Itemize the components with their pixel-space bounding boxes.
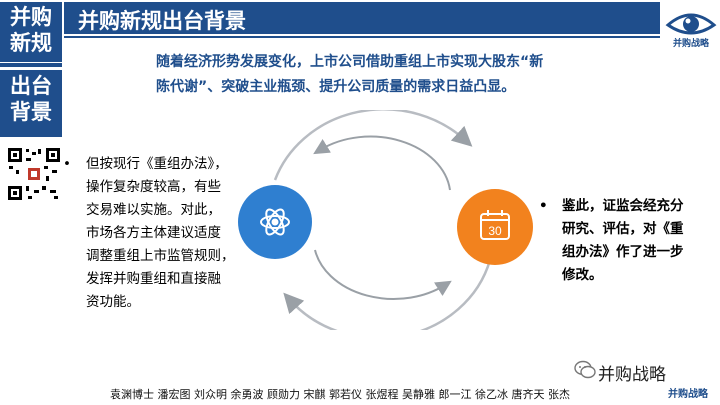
calendar-icon: 30 — [480, 210, 510, 240]
left-line-5: 调整重组上市监管规则， — [86, 248, 235, 264]
orange-circle — [457, 189, 533, 265]
sidebar-line-3: 出台 — [10, 74, 52, 98]
atom-icon — [260, 208, 290, 236]
sidebar: 并购 新规 出台 背景 — [0, 0, 64, 405]
sidebar-block-top: 并购 新规 — [0, 2, 62, 62]
left-line-7: 资功能。 — [86, 294, 140, 310]
bullet: • — [63, 156, 71, 172]
left-line-6: 发挥并购重组和直接融 — [86, 271, 221, 287]
right-line-4: 修改。 — [562, 267, 603, 283]
sidebar-line-4: 背景 — [10, 100, 52, 124]
sidebar-line-1: 并购 — [10, 5, 52, 29]
intro-line-2: 陈代谢”、突破主业瓶颈、提升公司质量的需求日益凸显。 — [156, 79, 516, 95]
left-line-3: 交易难以实施。对此， — [86, 202, 221, 218]
qr-code-icon — [6, 146, 62, 202]
right-line-3: 组办法》作了进一步 — [562, 244, 684, 260]
outer-arc-top — [273, 110, 473, 181]
sidebar-divider — [0, 63, 62, 67]
wechat-icon — [574, 360, 596, 379]
footer-logo: 并购战略 — [668, 389, 708, 400]
inner-arc-bottom — [314, 249, 452, 300]
bullet: • — [539, 198, 548, 214]
right-line-2: 研究、评估，对《重 — [562, 221, 684, 237]
calendar-number: 30 — [488, 224, 502, 238]
intro-text: 随着经济形势发展变化，上市公司借助重组上市实现大股东“新 陈代谢”、突破主业瓶颈… — [156, 50, 596, 100]
right-line-1: 鉴此，证监会经充分 — [562, 198, 684, 214]
logo-text: 并购战略 — [672, 39, 709, 49]
page-title: 并购新规出台背景 — [78, 9, 246, 33]
left-line-2: 操作复杂度较高，有些 — [86, 179, 221, 195]
outer-arc-bottom — [283, 259, 492, 330]
eye-logo-icon — [665, 13, 717, 35]
footer-names: 袁渊博士 潘宏图 刘众明 余勇波 顾勋力 宋麒 郭若仪 张煜程 吴静雅 郎一江 … — [110, 388, 570, 401]
title-underline — [64, 36, 660, 38]
cycle-diagram: 30 — [238, 110, 533, 330]
intro-line-1: 随着经济形势发展变化，上市公司借助重组上市实现大股东“新 — [156, 54, 544, 70]
inner-arc-top — [313, 135, 451, 191]
right-point: • 鉴此，证监会经充分 研究、评估，对《重 组办法》作了进一步 修改。 — [539, 195, 708, 287]
left-line-4: 市场各方主体建议适度 — [86, 225, 221, 241]
sidebar-line-2: 新规 — [10, 31, 52, 55]
footer-brand: 并购战略 — [598, 365, 666, 385]
left-point: • 但按现行《重组办法》， 操作复杂度较高，有些 交易难以实施。对此， 市场各方… — [63, 153, 250, 314]
title-bar: 并购新规出台背景 — [64, 2, 660, 34]
left-line-1: 但按现行《重组办法》， — [86, 156, 228, 172]
sidebar-block-bottom: 出台 背景 — [0, 70, 62, 137]
